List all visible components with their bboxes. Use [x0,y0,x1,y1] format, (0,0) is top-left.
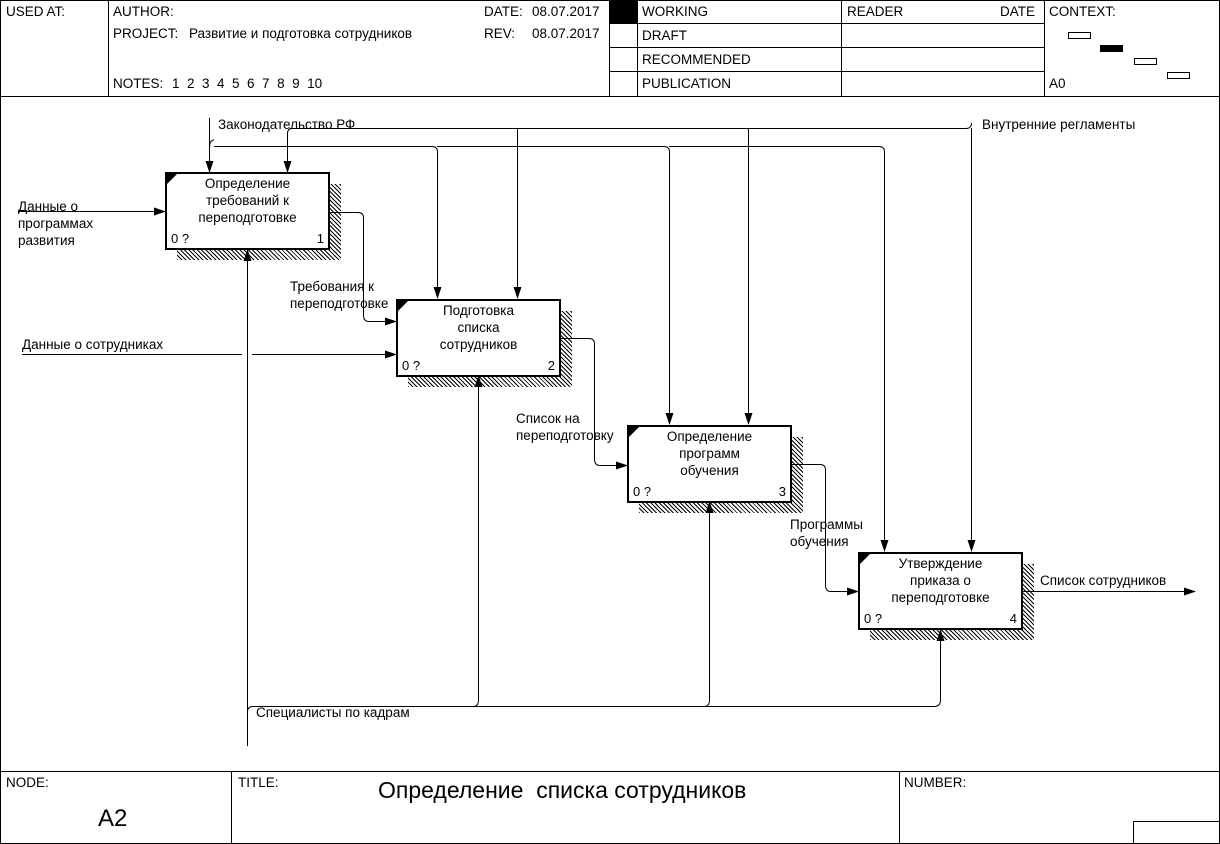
box-1-cost: 0 ? [171,231,190,246]
activity-box-2[interactable]: Подготовка списка сотрудников 0 ? 2 [396,299,561,377]
box-2-corner-mark [398,301,408,311]
reader-date-label: DATE [1000,4,1036,19]
box-3-cost: 0 ? [633,484,652,499]
arrow-label-hr-specialists: Специалисты по кадрам [256,705,410,720]
arrow-label-employee-data: Данные о сотрудниках [22,337,164,352]
box-2-cost: 0 ? [402,358,421,373]
box-2-name: Подготовка списка сотрудников [439,303,518,352]
context-label: CONTEXT: [1049,4,1116,19]
author-label: AUTHOR: [113,4,174,19]
project-value: Развитие и подготовка сотрудников [189,26,413,41]
arrow-label-internal-regulations: Внутренние регламенты [982,117,1136,132]
notes-value: 1 2 3 4 5 6 7 8 9 10 [172,76,323,91]
rev-label: REV: [484,26,516,41]
working-status-marker [610,1,637,23]
status-recommended: RECOMMENDED [642,52,751,67]
arrow-label-law: Законодательство РФ [218,117,356,132]
node-value: A2 [98,805,128,832]
status-publication: PUBLICATION [642,76,732,91]
box-1-number: 1 [316,231,324,246]
used-at-label: USED AT: [6,4,66,19]
date-label: DATE: [484,4,523,19]
status-draft: DRAFT [642,28,687,43]
arrow-label-employee-list: Список сотрудников [1040,573,1167,588]
date-value: 08.07.2017 [532,4,600,19]
box-4-corner-mark [860,554,870,564]
project-label: PROJECT: [113,26,179,41]
activity-box-4[interactable]: Утверждение приказа о переподготовке 0 ?… [858,552,1023,630]
arrow-label-program-data: Данные о программах развития [18,199,94,248]
arrow-label-retraining-list: Список на переподготовку [516,411,614,443]
box-3-name: Определение программ обучения [666,429,753,478]
rev-value: 08.07.2017 [532,26,600,41]
notes-label: NOTES: [113,76,164,91]
box-2-number: 2 [547,358,555,373]
box-4-number: 4 [1009,611,1017,626]
node-label: NODE: [6,775,49,790]
activity-box-3[interactable]: Определение программ обучения 0 ? 3 [627,425,792,503]
context-map [1068,32,1190,79]
box-3-corner-mark [629,427,639,437]
arrow-label-training-programs: Программы обучения [790,517,863,549]
box-1-name: Определение требований к переподготовке [198,176,297,225]
box-4-cost: 0 ? [864,611,883,626]
arrow-label-requirements: Требования к переподготовке [290,279,389,311]
status-working: WORKING [642,4,708,19]
box-4-name: Утверждение приказа о переподготовке [891,556,990,605]
arrow-lines [18,118,1196,746]
diagram-title: Определение списка сотрудников [378,777,747,803]
box-1-corner-mark [167,174,177,184]
activity-box-1[interactable]: Определение требований к переподготовке … [165,172,330,250]
number-label: NUMBER: [904,775,967,790]
context-node: A0 [1049,76,1066,91]
box-3-number: 3 [778,484,786,499]
reader-label: READER [847,4,904,19]
title-label: TITLE: [238,775,279,790]
